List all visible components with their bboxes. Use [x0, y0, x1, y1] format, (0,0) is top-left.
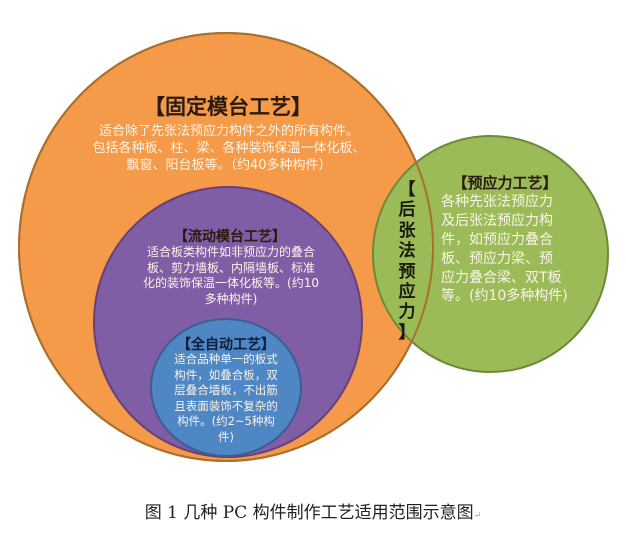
- figure-caption: 图 1 几种 PC 构件制作工艺适用范围示意图↵: [0, 498, 626, 523]
- post-tension-char: 预: [398, 261, 416, 282]
- prestressed-line: 及后张法预应力构: [441, 212, 553, 229]
- post-tension-char: 力: [398, 302, 416, 323]
- fully-automatic-line: 构件。(约2~5种构件): [177, 414, 275, 444]
- fully-automatic-line: 层叠合墙板，不出筋: [174, 383, 278, 398]
- post-tension-char: 后: [398, 200, 416, 221]
- prestressed-description: 各种先张法预应力 及后张法预应力构 件，如预应力叠合 板、预应力梁、预 应力叠合…: [441, 193, 573, 306]
- post-tension-char: 张: [398, 220, 416, 241]
- prestressed-line: 板、预应力梁、预: [441, 250, 553, 267]
- prestressed-line: 应力叠合梁、双T板: [441, 269, 562, 286]
- flow-mold-line: 适合板类构件如非预应力的叠合: [146, 245, 315, 259]
- flow-mold-line: 多种构件): [204, 291, 258, 306]
- fixed-mold-line: 包括各种板、柱、梁、各种装饰保温一体化板、: [92, 140, 366, 156]
- post-tension-char: 【: [398, 180, 416, 200]
- fully-automatic-description: 适合品种单一的板式 构件，如叠合板，双 层叠合墙板，不出筋 且表面装饰不复杂的 …: [170, 352, 282, 445]
- flow-mold-line: 板、剪力墙板、内隔墙板、标准: [146, 260, 315, 275]
- fully-automatic-line: 适合品种单一的板式: [174, 352, 278, 366]
- fixed-mold-line: 适合除了先张法预应力构件之外的所有构件。: [98, 124, 359, 139]
- post-tension-char: 法: [398, 241, 416, 262]
- paragraph-mark-icon: ↵: [473, 511, 482, 521]
- venn-diagram: 【固定模台工艺】 适合除了先张法预应力构件之外的所有构件。 包括各种板、柱、梁、…: [18, 32, 609, 462]
- prestressed-circle: [372, 135, 609, 373]
- post-tension-char: 】: [398, 322, 416, 343]
- fully-automatic-line: 构件，如叠合板，双: [174, 367, 278, 382]
- fully-automatic-line: 且表面装饰不复杂的: [174, 398, 278, 413]
- prestressed-title: 【预应力工艺】: [452, 174, 558, 192]
- fixed-mold-description: 适合除了先张法预应力构件之外的所有构件。 包括各种板、柱、梁、各种装饰保温一体化…: [64, 124, 394, 175]
- flow-mold-line: 化的装饰保温一体化板等。(约10: [143, 276, 319, 291]
- prestressed-line: 各种先张法预应力: [441, 194, 553, 210]
- prestressed-line: 等。(约10多种构件): [441, 288, 568, 305]
- post-tension-vertical-label: 【 后 张 法 预 应 力 】: [396, 180, 418, 343]
- fixed-mold-title: 【固定模台工艺】: [144, 95, 312, 119]
- fully-automatic-circle: [150, 318, 302, 457]
- caption-text: 图 1 几种 PC 构件制作工艺适用范围示意图: [144, 503, 474, 523]
- fully-automatic-title: 【全自动工艺】: [177, 337, 275, 353]
- post-tension-char: 应: [398, 281, 416, 302]
- prestressed-line: 件，如预应力叠合: [441, 231, 553, 248]
- flow-mold-title: 【流动模台工艺】: [174, 229, 286, 245]
- flow-mold-description: 适合板类构件如非预应力的叠合 板、剪力墙板、内隔墙板、标准 化的装饰保温一体化板…: [136, 245, 326, 307]
- fixed-mold-line: 飘窗、阳台板等。（约40多种构件）: [126, 157, 332, 173]
